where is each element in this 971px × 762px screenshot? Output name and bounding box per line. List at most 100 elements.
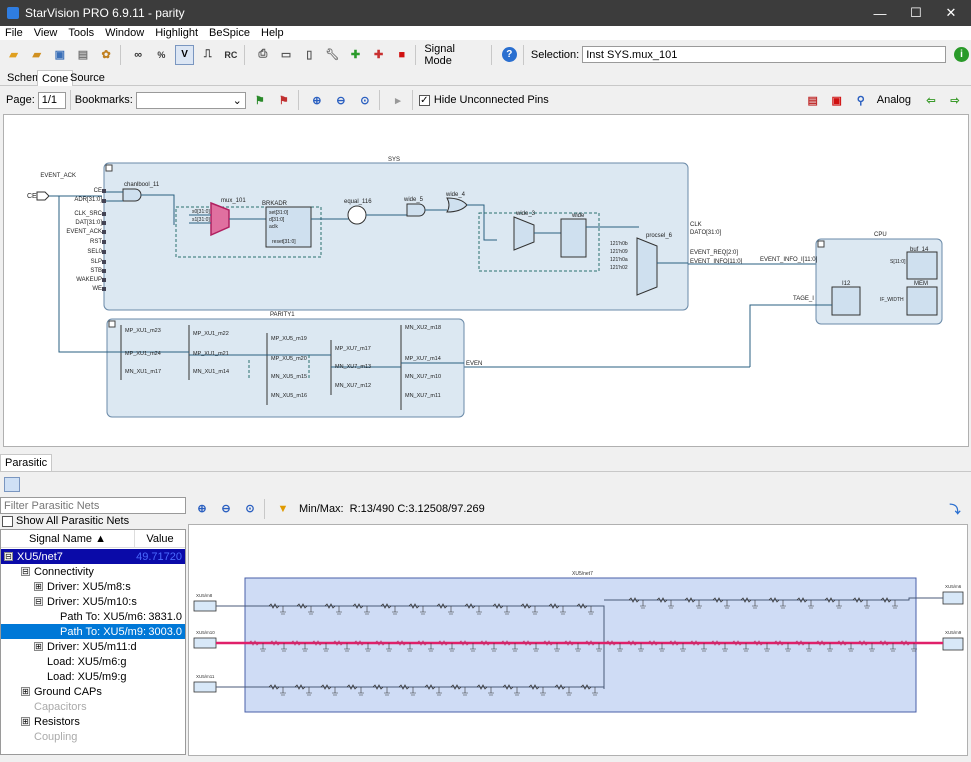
wide-4-cell[interactable] [446,197,468,213]
bookmarks-dropdown[interactable]: ⌄ [135,91,246,109]
pin-left-3[interactable] [193,681,217,693]
analog-button[interactable]: Analog [876,94,911,106]
print-icon[interactable]: ⎙ [258,48,268,60]
menu-tools[interactable]: Tools [68,27,95,39]
pin-right-2[interactable] [942,637,964,651]
tree-alert-icon[interactable]: ✚ [374,49,384,61]
expand-toggle-icon[interactable]: ⊞ [34,642,43,651]
help-icon[interactable]: ? [500,45,519,65]
tree-row[interactable]: ⊟Connectivity [21,565,94,578]
tree-row[interactable]: ⊟Driver: XU5/m10:s [34,595,137,608]
menu-view[interactable]: View [33,27,58,39]
pin-left-1[interactable] [193,600,217,612]
tree-row[interactable]: Load: XU5/m9:g [47,670,127,683]
menu-help[interactable]: Help [261,27,284,39]
tree-row[interactable]: ⊞Resistors [21,715,80,728]
bookmark-remove-icon[interactable]: ⚑ [278,94,289,107]
schematic-canvas[interactable]: SYS EVENT_ACK CE ADR[31:0] CLK_SRC DAT[3… [3,114,969,447]
expand-toggle-icon[interactable]: ⊟ [21,567,30,576]
expand-toggle-icon[interactable]: ⊟ [34,597,43,606]
menu-highlight[interactable]: Highlight [155,27,199,39]
buf-14-cell[interactable] [906,251,938,280]
sys-block[interactable] [103,162,689,311]
tree-row[interactable]: ⊞Driver: XU5/m8:s [34,580,131,593]
tab-parasitic[interactable]: Parasitic [0,454,53,471]
tree-plus-icon[interactable]: ✚ [350,49,361,61]
percent-icon[interactable]: % [157,49,166,60]
tree-row[interactable]: Capacitors [34,700,87,713]
bookmark-add-icon[interactable]: ⚑ [254,94,265,107]
pin-left-2[interactable] [193,637,217,649]
tree-root-row[interactable]: ⊟ XU5/net7 49.71720 [1,549,185,564]
search-icon[interactable]: ⚲ [856,94,865,107]
forward-arrow-icon[interactable]: ⇨ [950,94,960,107]
close-button[interactable]: ✕ [945,5,957,20]
column-value[interactable]: Value [135,530,185,548]
tree-row[interactable]: ⊞Driver: XU5/m11:d [34,640,137,653]
zoom-fit-icon[interactable]: ⊙ [245,503,255,515]
binoculars-icon[interactable]: ∞ [134,48,143,61]
procsel-6-cell[interactable] [636,237,658,296]
stop-icon[interactable]: ■ [398,48,406,61]
filter-icon[interactable]: ▼ [277,502,289,515]
export-arrow-icon[interactable]: ⤵ [949,503,961,516]
list-view-icon[interactable] [4,477,20,492]
expand-toggle-icon[interactable]: ⊞ [21,717,30,726]
hide-pins-checkbox[interactable]: ✓ [418,94,430,106]
waveform-icon[interactable]: ⎍ [203,48,212,60]
zoom-fit-icon[interactable]: ⊙ [360,94,370,107]
parasitic-tree[interactable]: Signal Name ▲ Value ⊟ XU5/net7 49.71720 … [0,529,186,755]
window-red-icon[interactable]: ▣ [831,94,842,107]
print-preview-icon[interactable]: ▭ [280,49,292,61]
wide-3-cell[interactable] [513,216,535,251]
step-icon[interactable]: ▸ [395,94,401,107]
zoom-out-icon[interactable]: ⊖ [336,94,346,107]
database-icon[interactable]: ▤ [77,49,89,61]
show-all-checkbox[interactable] [2,516,13,527]
tree-row[interactable]: Path To: XU5/m9:3003.0 [1,624,185,639]
equal-116-cell[interactable] [347,205,367,225]
tree-row[interactable]: Path To: XU5/m6:3831.0 [60,610,182,623]
menu-bespice[interactable]: BeSpice [209,27,250,39]
back-arrow-icon[interactable]: ⇦ [926,94,936,107]
mux-101-cell[interactable] [210,201,230,237]
zoom-in-icon[interactable]: ⊕ [197,503,207,515]
menu-window[interactable]: Window [105,27,145,39]
transistor-grid[interactable]: MP_XU1_m23 MP_XU1_m24 MN_XU1_m17 MP_XU1_… [104,325,464,410]
expand-toggle-icon[interactable]: ⊞ [34,582,43,591]
brkadr-cell[interactable] [265,206,312,248]
selection-field[interactable]: Inst SYS.mux_101 [582,46,946,63]
i12-cell[interactable] [831,286,861,316]
wide-5-cell[interactable] [406,203,426,217]
zoom-out-icon[interactable]: ⊖ [221,503,231,515]
mem-cell[interactable] [906,286,938,316]
rc-button[interactable]: RC [224,49,238,60]
tree-row[interactable]: Coupling [34,730,78,743]
page-icon[interactable]: ▯ [306,49,313,61]
open-folder-icon[interactable]: ▰ [9,49,18,61]
tree-row[interactable]: ⊞Ground CAPs [21,685,102,698]
tab-source[interactable]: Source [70,72,105,84]
column-signal-name[interactable]: Signal Name ▲ [1,530,135,548]
parity1-block[interactable] [106,318,465,418]
parasitic-canvas[interactable]: XU5/net7 XU5/m8 XU5/m10 XU5/m11 XU5/m6 X… [188,524,968,756]
zoom-in-icon[interactable]: ⊕ [312,94,322,107]
save-icon[interactable]: ▣ [54,49,66,61]
chanlbool-cell[interactable] [122,188,142,202]
info-icon[interactable]: i [952,45,971,65]
filter-parasitic-input[interactable]: Filter Parasitic Nets [0,497,186,514]
ce-port[interactable] [36,191,50,201]
open-recent-icon[interactable]: ▰ [32,49,41,61]
gear-folder-icon[interactable]: ✿ [101,49,111,61]
layers-icon[interactable]: ▤ [807,94,818,107]
maximize-button[interactable]: ☐ [910,5,922,20]
wide-cell[interactable] [560,218,587,258]
signal-mode-button[interactable]: Signal Mode [424,42,455,67]
tab-cone[interactable]: Cone [37,70,74,86]
wrench-icon[interactable]: 🔧︎ [325,49,340,61]
minimize-button[interactable]: — [873,5,887,21]
page-spinner[interactable]: 1/1 [37,91,66,109]
v-toggle-button[interactable]: V [174,44,195,65]
tab-schem[interactable]: Schem [7,72,42,84]
tree-row[interactable]: Load: XU5/m6:g [47,655,127,668]
